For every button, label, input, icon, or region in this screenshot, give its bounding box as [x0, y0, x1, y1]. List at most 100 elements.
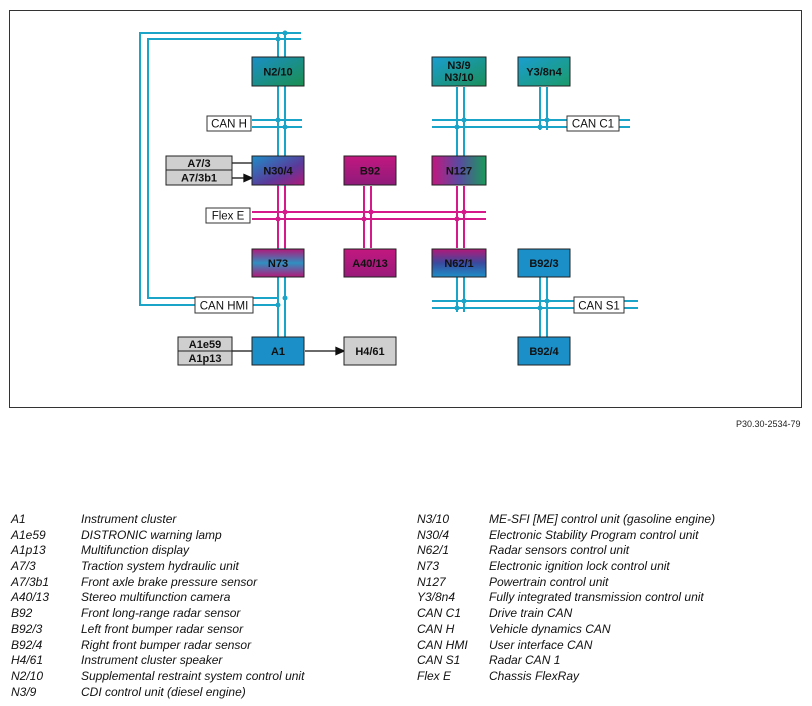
- legend-code: A1e59: [11, 527, 46, 542]
- legend-right-column: N3/10 ME-SFI [ME] control unit (gasoline …: [417, 512, 807, 685]
- diagram-frame: [9, 10, 802, 408]
- unit-a1: A1: [251, 336, 305, 366]
- legend-code: CAN S1: [417, 653, 461, 668]
- legend-description: Stereo multifunction camera: [81, 590, 231, 605]
- legend-description: ME-SFI [ME] control unit (gasoline engin…: [489, 512, 716, 526]
- legend-code: N3/9: [11, 684, 37, 699]
- unit-n73-label: N73: [268, 258, 288, 270]
- legend-code: N2/10: [11, 668, 44, 683]
- unit-b92-label: B92: [360, 166, 380, 178]
- legend-row: CAN S1 Radar CAN 1: [417, 653, 807, 669]
- network-diagram: N2/10 N3/9 N3/10 Y3/8n4 N30/4 B92 N127 N…: [9, 10, 802, 408]
- junction-dots: [275, 30, 550, 311]
- legend-description: Right front bumper radar sensor: [81, 637, 252, 652]
- unit-y3-8n4-label: Y3/8n4: [526, 67, 562, 79]
- legend-code: B92: [11, 606, 33, 621]
- legend-description: Chassis FlexRay: [489, 668, 580, 683]
- legend-code: B92/3: [11, 621, 43, 636]
- legend-row: A1p13 Multifunction display: [11, 543, 401, 559]
- legend-row: N3/9 CDI control unit (diesel engine): [11, 685, 401, 701]
- legend-code: CAN H: [417, 621, 455, 636]
- unit-b92-3: B92/3: [517, 248, 571, 278]
- legend-code: H4/61: [11, 653, 44, 668]
- bus-can-s1-label: CAN S1: [578, 301, 620, 313]
- legend-code: A1p13: [11, 543, 46, 558]
- unit-a7-3-stack: A7/3 A7/3b1: [165, 155, 233, 186]
- legend-code: N30/4: [417, 527, 450, 542]
- legend-row: A7/3 Traction system hydraulic unit: [11, 559, 401, 575]
- legend-code: A1: [11, 512, 26, 526]
- legend-row: Flex E Chassis FlexRay: [417, 669, 807, 685]
- unit-h4-61: H4/61: [343, 336, 397, 366]
- unit-a1e59-stack: A1e59 A1p13: [177, 336, 233, 366]
- legend-row: N62/1 Radar sensors control unit: [417, 543, 807, 559]
- bus-can-c1-label: CAN C1: [572, 119, 614, 131]
- unit-n30-4: N30/4: [251, 155, 305, 186]
- legend-code: N3/10: [417, 512, 450, 526]
- unit-a40-13-label: A40/13: [352, 258, 387, 270]
- unit-n3-9-label: N3/9: [447, 60, 470, 72]
- legend-description: Left front bumper radar sensor: [81, 621, 244, 636]
- legend-description: DISTRONIC warning lamp: [81, 527, 222, 542]
- legend-description: Electronic ignition lock control unit: [489, 559, 670, 574]
- legend-code: B92/4: [11, 637, 43, 652]
- unit-b92-4: B92/4: [517, 336, 571, 366]
- legend-row: B92/4 Right front bumper radar sensor: [11, 638, 401, 654]
- unit-y3-8n4: Y3/8n4: [517, 56, 571, 87]
- legend-row: Y3/8n4 Fully integrated transmission cont…: [417, 590, 807, 606]
- unit-a7-3-label: A7/3: [187, 158, 210, 170]
- legend-description: User interface CAN: [489, 637, 593, 652]
- unit-n73: N73: [251, 248, 305, 278]
- unit-n3-9-n3-10: N3/9 N3/10: [431, 56, 487, 87]
- legend-description: Traction system hydraulic unit: [81, 559, 239, 574]
- bus-label-can-c1: CAN C1: [566, 115, 620, 132]
- legend-description: Radar CAN 1: [489, 653, 561, 668]
- legend-code: Flex E: [417, 668, 452, 683]
- unit-b92: B92: [343, 155, 397, 186]
- unit-a1p13-label: A1p13: [188, 353, 221, 365]
- bus-label-can-s1: CAN S1: [573, 296, 625, 314]
- unit-n62-1-label: N62/1: [444, 258, 473, 270]
- legend-description: Multifunction display: [81, 543, 190, 558]
- unit-n30-4-label: N30/4: [263, 166, 293, 178]
- figure-reference: P30.30-2534-79: [736, 419, 801, 429]
- bus-flex-e-label: Flex E: [212, 211, 245, 223]
- unit-h4-61-label: H4/61: [355, 346, 384, 358]
- legend-code: CAN C1: [417, 606, 462, 621]
- legend-code: N62/1: [417, 543, 450, 558]
- unit-n62-1: N62/1: [431, 248, 487, 278]
- unit-n3-10-label: N3/10: [444, 72, 473, 84]
- legend-description: Powertrain control unit: [489, 574, 609, 589]
- legend-code: Y3/8n4: [417, 590, 456, 605]
- bus-label-can-h: CAN H: [206, 115, 252, 132]
- legend-row: CAN HMI User interface CAN: [417, 638, 807, 654]
- unit-n127-label: N127: [446, 166, 472, 178]
- unit-a1e59-label: A1e59: [189, 339, 221, 351]
- unit-a7-3b1-label: A7/3b1: [181, 173, 217, 185]
- legend-description: Radar sensors control unit: [489, 543, 630, 558]
- legend-description: CDI control unit (diesel engine): [81, 684, 246, 699]
- legend-description: Front long-range radar sensor: [81, 606, 241, 621]
- unit-b92-4-label: B92/4: [529, 346, 559, 358]
- legend-row: N3/10 ME-SFI [ME] control unit (gasoline …: [417, 512, 807, 528]
- bus-label-flex-e: Flex E: [205, 207, 251, 224]
- unit-b92-3-label: B92/3: [529, 258, 558, 270]
- legend-description: Vehicle dynamics CAN: [489, 621, 611, 636]
- legend-description: Instrument cluster: [81, 512, 177, 526]
- bus-can-h-label: CAN H: [211, 119, 247, 131]
- legend-description: Fully integrated transmission control un…: [489, 590, 704, 605]
- legend-code: CAN HMI: [417, 637, 468, 652]
- unit-a1-label: A1: [271, 346, 285, 358]
- legend-row: A1 Instrument cluster: [11, 512, 401, 528]
- flexray-junction-dots: [275, 209, 467, 222]
- legend-row: A1e59 DISTRONIC warning lamp: [11, 528, 401, 544]
- legend-code: A7/3: [11, 559, 36, 574]
- unit-a40-13: A40/13: [343, 248, 397, 278]
